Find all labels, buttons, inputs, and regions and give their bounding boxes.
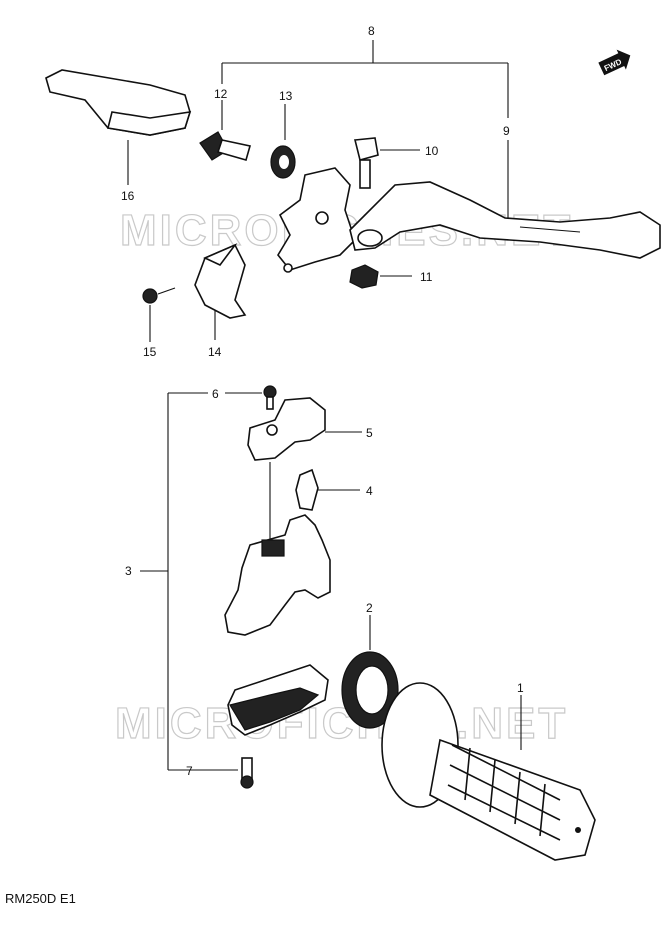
label-1: 1 — [517, 681, 524, 695]
fwd-arrow-icon: FWD — [598, 49, 631, 76]
label-2: 2 — [366, 601, 373, 615]
label-16: 16 — [121, 189, 135, 203]
label-8: 8 — [368, 24, 375, 38]
lever-cover-part-16 — [45, 69, 192, 185]
clutch-lever-part-9 — [349, 181, 661, 259]
label-15: 15 — [143, 345, 157, 359]
label-12: 12 — [214, 87, 228, 101]
label-9: 9 — [503, 124, 510, 138]
screw-part-15 — [142, 287, 176, 342]
adjuster-bolt-part-12 — [199, 100, 252, 161]
pivot-bolt-part-10 — [353, 137, 420, 189]
label-3: 3 — [125, 564, 132, 578]
screw-part-6 — [225, 385, 277, 410]
lever-bracket — [277, 167, 356, 273]
label-7: 7 — [186, 764, 193, 778]
label-10: 10 — [425, 144, 439, 158]
label-13: 13 — [279, 89, 293, 103]
screw-part-7 — [200, 757, 254, 789]
watermark-bottom: MICROFICHES.NET — [115, 699, 568, 748]
model-code: RM250D E1 — [5, 891, 76, 906]
nut-part-11 — [349, 264, 412, 289]
holder-part-5 — [247, 397, 362, 540]
sleeve-part-4 — [295, 468, 360, 511]
label-5: 5 — [366, 426, 373, 440]
clamp-part-14 — [194, 243, 247, 340]
label-11: 11 — [420, 270, 433, 284]
lower-clamp — [227, 664, 329, 736]
label-4: 4 — [366, 484, 373, 498]
collar-part-2 — [341, 615, 399, 729]
label-14: 14 — [208, 345, 222, 359]
callout-8-bracket — [221, 40, 509, 225]
label-6: 6 — [212, 387, 219, 401]
nut-part-13 — [270, 104, 296, 179]
grip-part-1 — [381, 682, 596, 861]
holder-body-part-3 — [224, 514, 331, 636]
callout-3-bracket — [140, 392, 208, 771]
